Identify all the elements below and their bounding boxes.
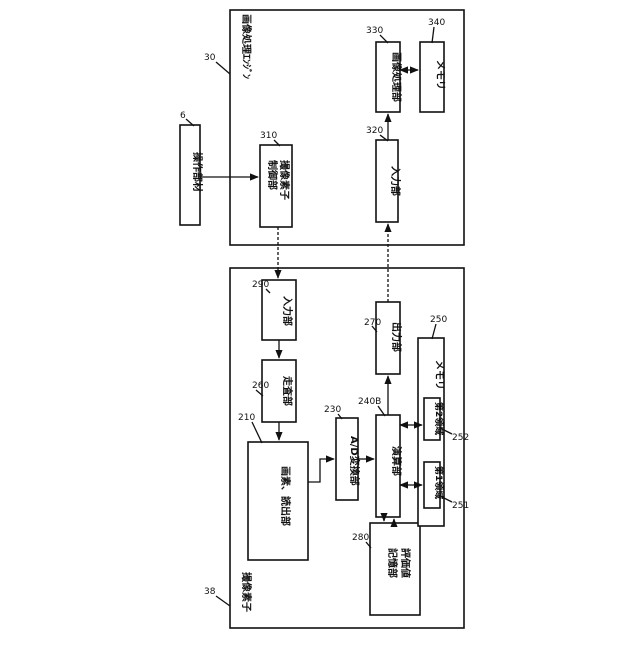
- pixel-readout-label: 画素、読出部: [279, 466, 292, 526]
- adc-ref: 230: [324, 405, 341, 415]
- sensor-leader: [216, 596, 230, 606]
- engine-ref: 30: [204, 53, 216, 63]
- region1-ref: 251: [452, 501, 469, 511]
- engine-memory-ref: 340: [428, 18, 445, 28]
- engine-input-ref: 320: [366, 126, 383, 136]
- adc-label: A/D変換部: [348, 436, 361, 486]
- operation-member-ref: 6: [180, 111, 186, 121]
- sensor-memory-ref: 250: [430, 315, 447, 325]
- output-label: 出力部: [390, 322, 403, 352]
- region1-label: 第1領域: [433, 466, 445, 499]
- calc-ref: 240B: [358, 397, 381, 407]
- sensor-control-label: 撮像素子: [278, 160, 291, 200]
- image-processing-ref: 330: [366, 26, 383, 36]
- sensor-input-ref: 290: [252, 280, 269, 290]
- engine-memory-label: メモリ: [434, 60, 446, 90]
- pixel-readout-box: [248, 442, 308, 560]
- sensor-title: 撮像素子: [240, 572, 253, 612]
- eval-store-ref: 280: [352, 533, 369, 543]
- operation-member-label: 操作部材: [191, 152, 204, 192]
- engine-memory-leader: [432, 27, 434, 43]
- sensor-input-label: 入力部: [281, 296, 294, 326]
- scan-label: 走査部: [281, 375, 294, 406]
- eval-store-label: 評価値: [399, 548, 412, 578]
- engine-title: 画像処理ｴﾝｼﾞﾝ: [240, 14, 253, 79]
- sensor-control-label2: 制御部: [266, 160, 279, 190]
- image-processing-label: 画像処理部: [390, 52, 403, 102]
- sensor-ref: 38: [204, 587, 216, 597]
- pixel-readout-ref: 210: [238, 413, 255, 423]
- region2-ref: 252: [452, 433, 469, 443]
- sensor-control-ref: 310: [260, 131, 277, 141]
- scan-ref: 260: [252, 381, 269, 391]
- eval-store-label2: 記憶部: [386, 548, 399, 578]
- engine-input-label: 入力部: [389, 166, 402, 196]
- sensor-memory-leader: [432, 324, 436, 339]
- pixel-readout-leader: [252, 422, 262, 443]
- arrow-pixel-to-adc: [308, 459, 334, 482]
- calc-label: 演算部: [390, 446, 403, 476]
- sensor-memory-label: メモリ: [433, 360, 445, 390]
- engine-leader: [216, 62, 230, 74]
